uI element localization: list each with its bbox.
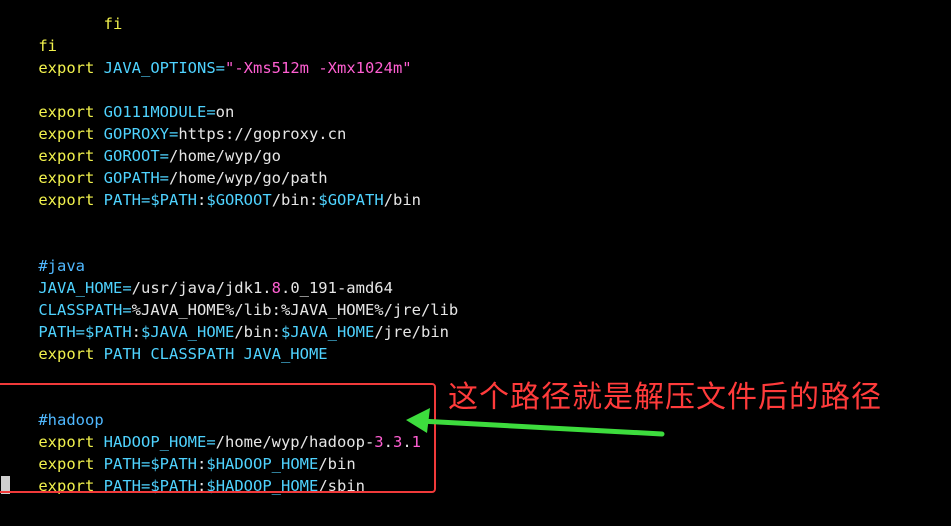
- highlight-box: [0, 383, 436, 493]
- code-line: JAVA_HOME=/usr/java/jdk1.8.0_191-amd64: [38, 279, 393, 297]
- text-cursor: [1, 476, 10, 494]
- code-line: PATH=$PATH:$JAVA_HOME/bin:$JAVA_HOME/jre…: [38, 323, 449, 341]
- code-line: export PATH=$PATH:$HADOOP_HOME/sbin: [38, 477, 366, 495]
- arrow-icon: [406, 408, 665, 437]
- code-line: fi: [1, 13, 57, 55]
- code-comment: #hadoop: [38, 411, 104, 429]
- code-line: export JAVA_OPTIONS="-Xms512m -Xmx1024m": [38, 59, 412, 77]
- code-line: CLASSPATH=%JAVA_HOME%/lib:%JAVA_HOME%/jr…: [38, 301, 459, 319]
- keyword: fi: [38, 37, 57, 55]
- code-line: export GOPATH=/home/wyp/go/path: [38, 169, 328, 187]
- status-line: [0, 514, 951, 526]
- code-line-hadoop-home: export HADOOP_HOME=/home/wyp/hadoop-3.3.…: [38, 433, 422, 451]
- code-line: export PATH=$PATH:$HADOOP_HOME/bin: [38, 455, 356, 473]
- code-comment: #java: [38, 257, 85, 275]
- code-line: export GOROOT=/home/wyp/go: [38, 147, 281, 165]
- code-line: export GOPROXY=https://goproxy.cn: [38, 125, 347, 143]
- annotation-text: 这个路径就是解压文件后的路径: [448, 380, 882, 415]
- code-line: export PATH=$PATH:$GOROOT/bin:$GOPATH/bi…: [38, 191, 422, 209]
- code-line: export PATH CLASSPATH JAVA_HOME: [38, 345, 328, 363]
- code-line: fi: [1, 0, 123, 33]
- code-line: export GO111MODULE=on: [38, 103, 235, 121]
- keyword: fi: [103, 15, 123, 33]
